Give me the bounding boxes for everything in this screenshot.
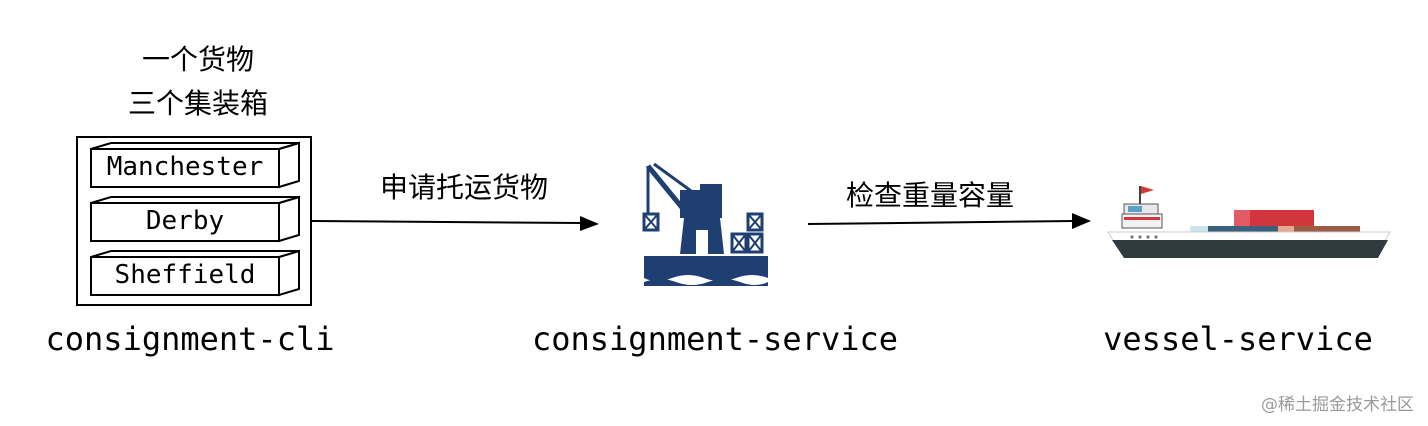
crate-sheffield	[90, 249, 300, 297]
crate-manchester	[90, 141, 300, 189]
consignment-service-label: consignment-service	[531, 320, 899, 358]
arrow2-label: 检查重量容量	[846, 179, 1015, 212]
vessel-service-label: vessel-service	[1103, 320, 1373, 358]
cli-caption-line2: 三个集装箱	[127, 87, 268, 120]
cli-box	[76, 136, 312, 306]
crate-label-derby: Derby	[145, 206, 225, 236]
cargo-ship-icon	[1107, 186, 1391, 258]
port-crane-icon	[642, 162, 768, 286]
arrow1-label: 申请托运货物	[380, 171, 549, 204]
cli-caption-line1: 一个货物	[141, 43, 254, 76]
crate-label-sheffield: Sheffield	[114, 260, 256, 290]
consignment-cli-label: consignment-cli	[45, 320, 335, 358]
watermark: @稀土掘金技术社区	[1261, 395, 1414, 415]
crate-derby	[90, 195, 300, 243]
crate-label-manchester: Manchester	[106, 152, 264, 182]
